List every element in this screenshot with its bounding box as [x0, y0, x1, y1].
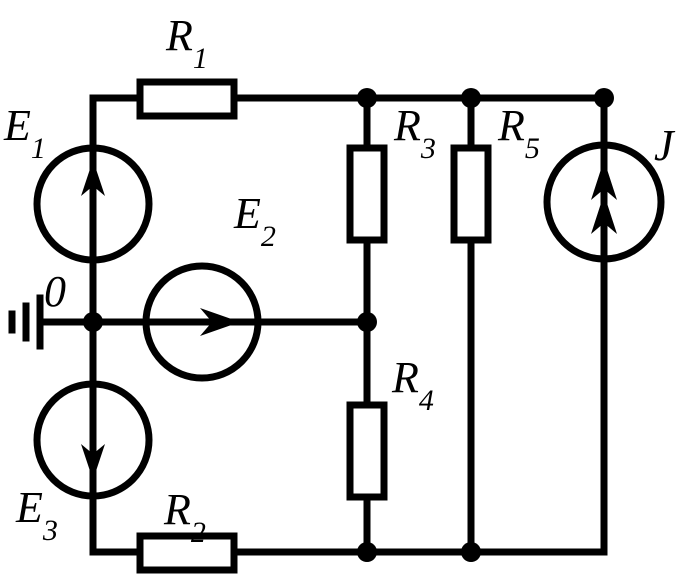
arrow-right-icon — [200, 308, 240, 336]
node-bottom-r4 — [357, 542, 377, 562]
label-e3: E3 — [15, 483, 58, 547]
voltage-source-e1 — [33, 142, 153, 266]
node-top-j — [594, 88, 614, 108]
node-ground — [83, 312, 103, 332]
node-bottom-r5 — [461, 542, 481, 562]
voltage-source-e3 — [33, 378, 153, 502]
current-source-j — [543, 141, 665, 263]
label-e1: E1 — [3, 101, 46, 165]
arrow-up-icon — [81, 160, 105, 196]
label-r4: R4 — [391, 353, 434, 417]
label-r3: R3 — [393, 101, 436, 165]
label-r5: R5 — [497, 101, 540, 165]
node-top-r3 — [357, 88, 377, 108]
arrow-down-icon — [81, 444, 105, 480]
resistor-r3 — [346, 144, 388, 244]
ground-icon — [8, 294, 44, 350]
node-top-r5 — [461, 88, 481, 108]
resistor-r2 — [136, 532, 238, 574]
resistor-r5 — [450, 144, 492, 244]
label-r2: R2 — [163, 485, 206, 549]
resistor-r1 — [136, 78, 238, 120]
node-middle — [357, 312, 377, 332]
voltage-source-e2 — [142, 262, 262, 382]
label-ground-node: 0 — [44, 267, 66, 316]
junction-nodes — [83, 88, 614, 562]
resistor-r4 — [346, 401, 388, 501]
label-e2: E2 — [233, 189, 276, 253]
label-j: J — [654, 121, 676, 170]
double-arrow-up-icon — [591, 160, 617, 200]
label-r1: R1 — [165, 11, 208, 75]
